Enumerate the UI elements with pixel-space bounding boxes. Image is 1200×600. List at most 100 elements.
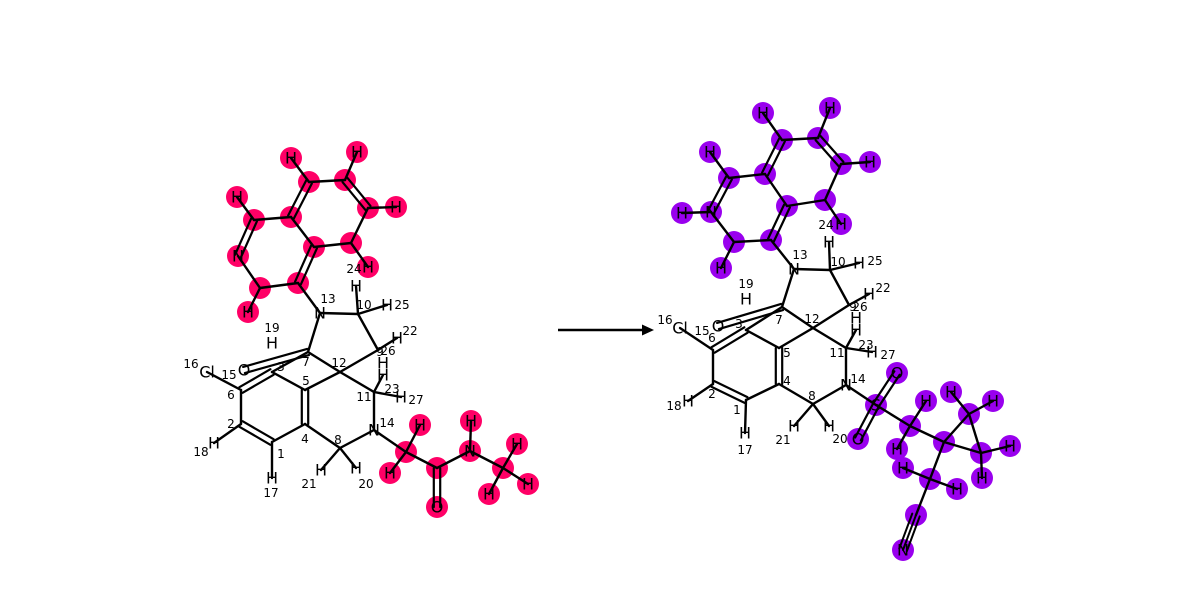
reactant-atom-n13: N <box>314 304 326 323</box>
product-atom-number-18: 18 <box>666 399 681 413</box>
reactant-atom-number-26: 26 <box>380 344 395 358</box>
reactant-atom-h: H <box>390 198 402 217</box>
bond <box>811 402 831 428</box>
reactant-atom-number-2: 2 <box>227 417 235 431</box>
reactant-atom-h: H <box>483 485 495 504</box>
bond <box>942 440 983 455</box>
reactant-atom-number-15: 15 <box>221 368 236 382</box>
reactant-atom-number-25: 25 <box>394 298 409 312</box>
bond <box>713 331 749 354</box>
reactant-atom-h: H <box>384 464 396 483</box>
product-atom-number-2: 2 <box>708 387 716 401</box>
bond <box>710 385 746 404</box>
bond <box>844 328 858 350</box>
bond <box>761 111 784 142</box>
reactant-atom-number-12: 12 <box>331 356 346 370</box>
reactant-atom-number-14: 14 <box>379 416 394 430</box>
bond <box>967 399 995 416</box>
bond <box>854 402 875 439</box>
product-atom-number-11: 11 <box>829 346 844 360</box>
bond <box>435 449 472 470</box>
product-atom-number-9: 9 <box>849 300 857 314</box>
reactant-atom-ring-n: N <box>232 247 244 266</box>
product-atom-ring-n: N <box>705 203 717 222</box>
bond <box>763 172 789 208</box>
bond <box>792 402 815 428</box>
bond <box>928 440 946 481</box>
reactant-atom-h22: H <box>391 329 403 348</box>
bond <box>761 137 781 174</box>
bond <box>233 217 253 256</box>
product-atom-h: H <box>891 440 903 459</box>
bond <box>914 477 932 517</box>
product-atom-h: H <box>757 104 769 123</box>
reactant-highlight-18 <box>426 496 448 518</box>
bond <box>727 172 767 180</box>
bond <box>678 326 715 352</box>
bond <box>901 466 932 481</box>
reactant-atom-number-18: 18 <box>193 445 208 459</box>
reactant-atom-number-5: 5 <box>302 374 310 388</box>
product-atom-o: O <box>712 317 725 336</box>
bond <box>712 178 733 215</box>
bond <box>709 210 736 244</box>
reactant-atom-number-16: 16 <box>183 357 198 371</box>
reactant-atom-h17: H <box>266 469 278 488</box>
reaction-arrow <box>558 324 654 336</box>
product-atom-number-1: 1 <box>733 403 741 417</box>
bond <box>928 477 959 491</box>
bond <box>307 178 347 184</box>
bond <box>243 353 310 375</box>
bond <box>296 281 322 315</box>
reactant-atom-h27: H <box>395 388 407 407</box>
bond <box>238 368 272 389</box>
bond <box>777 382 815 406</box>
product-atom-n14: N <box>840 376 852 395</box>
product-atom-h20: H <box>823 417 835 436</box>
bond <box>319 446 342 472</box>
product-atom-h26: H <box>850 309 862 328</box>
bond <box>839 160 872 166</box>
bond <box>859 405 880 442</box>
product-atom-h17: H <box>739 424 751 443</box>
bond <box>744 328 781 350</box>
reactant-atom-number-10: 10 <box>356 298 371 312</box>
bond <box>847 292 871 307</box>
reactant-atom-number-23: 23 <box>384 382 399 396</box>
product-atom-h: H <box>676 204 688 223</box>
bond-layer <box>205 106 1012 553</box>
bond <box>242 347 309 369</box>
bond <box>717 308 785 331</box>
bond <box>686 382 715 403</box>
bond <box>241 420 275 441</box>
product-atom-number-26: 26 <box>852 300 867 314</box>
bond <box>979 451 984 480</box>
bond <box>715 302 783 325</box>
product-atom-h: H <box>951 480 963 499</box>
product-atom-number-24: 24 <box>818 218 833 232</box>
bond <box>905 515 921 553</box>
bond <box>949 390 971 416</box>
reactant-atom-cl: Cl <box>199 363 215 382</box>
bond <box>780 305 815 330</box>
reactant-atom-number-21: 21 <box>301 477 316 491</box>
reactant-atom-h: H <box>465 412 477 431</box>
bond <box>823 162 843 202</box>
bond <box>823 198 843 226</box>
bond <box>898 512 914 550</box>
bond <box>270 370 307 392</box>
bond <box>872 370 896 405</box>
product-atom-h21: H <box>788 417 800 436</box>
product-atom-number-3: 3 <box>735 317 743 331</box>
bond <box>710 326 746 349</box>
bond <box>404 450 439 470</box>
product-atom-n13: N <box>788 260 800 279</box>
bond <box>487 466 505 496</box>
product-atom-number-10: 10 <box>830 255 845 269</box>
reactant-atom-h20: H <box>350 459 362 478</box>
bond <box>252 215 293 222</box>
bond <box>468 449 505 470</box>
bond <box>814 139 840 168</box>
bond <box>785 198 827 208</box>
